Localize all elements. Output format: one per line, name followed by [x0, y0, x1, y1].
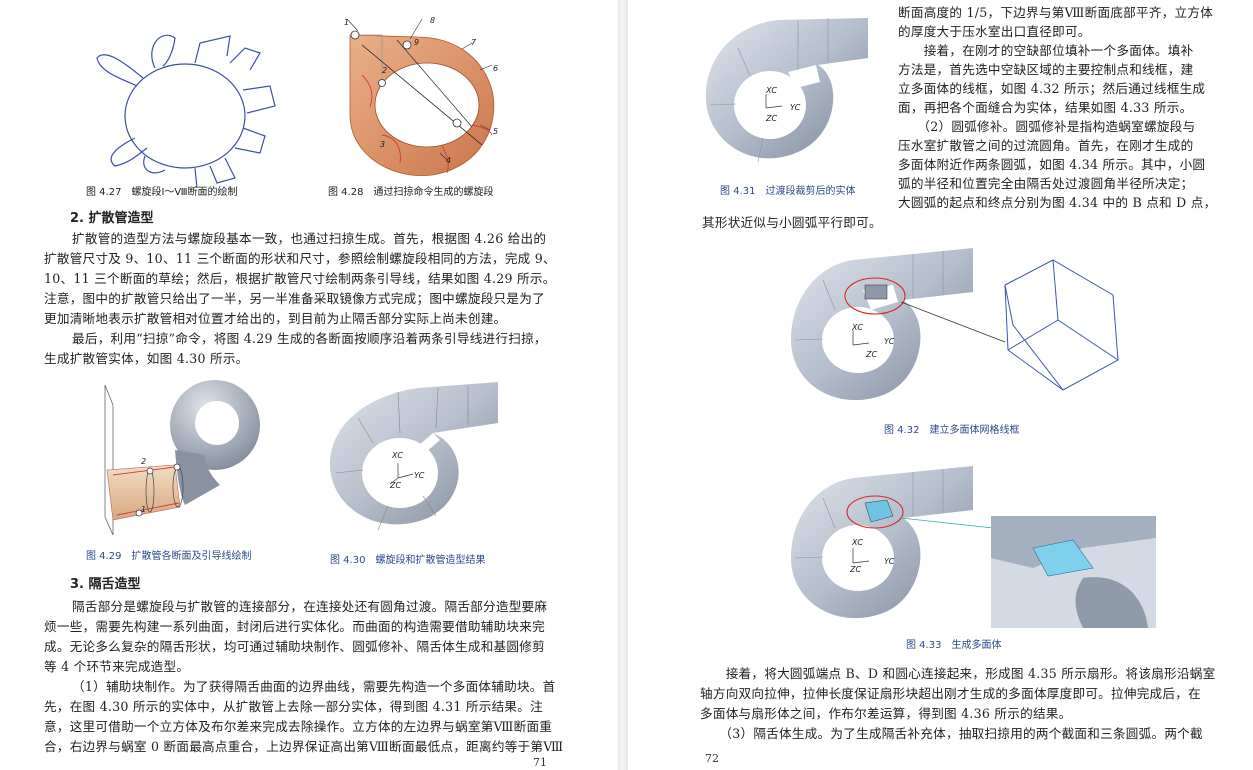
- fig431-zc: ZC: [766, 114, 778, 123]
- figure-4-29-caption: 图 4.29 扩散管各断面及引导线绘制: [86, 551, 252, 562]
- fig431-xc: XC: [766, 86, 777, 95]
- figure-4-28-image: [346, 18, 495, 177]
- right-col-line11: 大圆弧的起点和终点分别为图 4.34 中的 B 点和 D 点，: [898, 195, 1217, 210]
- page-71: 图 4.27 螺旋段Ⅰ～Ⅷ断面的绘制 1 2 3 4 5 6: [0, 0, 617, 770]
- figure-4-32-caption: 图 4.32 建立多面体网格线框: [884, 425, 1020, 436]
- right-col-line10: 弧的半径和位置完全由隔舌处过渡圆角半径所决定；: [898, 176, 1194, 191]
- fig432-xc: XC: [852, 323, 863, 332]
- figure-4-27-caption: 图 4.27 螺旋段Ⅰ～Ⅷ断面的绘制: [86, 187, 238, 198]
- figure-4-29-image: [104, 380, 260, 536]
- section-3-title: 3. 隔舌造型: [70, 577, 141, 592]
- right-col-line2: 的厚度大于压水室出口直径即可。: [898, 24, 1091, 39]
- fig432-yc: YC: [884, 337, 895, 346]
- label-2: 2: [382, 66, 388, 75]
- page-72: XC YC ZC 图 4.31 过渡段裁剪后的实体 断面高度的 1/5，下边界与…: [628, 0, 1253, 770]
- para3-line3: 成。无论多么复杂的隔舌形状，均可通过辅助块制作、圆弧修补、隔舌体生成和基圆修剪: [44, 639, 545, 654]
- full-width-line: 其形状近似与小圆弧平行即可。: [702, 215, 882, 230]
- figure-4-30-caption: 图 4.30 螺旋段和扩散管造型结果: [330, 555, 486, 566]
- para1-line3: 10、11 三个断面的草绘；然后，根据扩散管尺寸绘制两条引导线，结果如图 4.2…: [44, 271, 556, 286]
- fig433-xc: XC: [852, 538, 863, 547]
- para1-line4: 注意，图中的扩散管只给出了一半，另一半准备采取镜像方式完成；图中螺旋段只是为了: [44, 291, 545, 306]
- para3-line4: 等 4 个环节来完成造型。: [44, 659, 190, 674]
- para3-line1: 隔舌部分是螺旋段与扩散管的连接部分，在连接处还有圆角过渡。隔舌部分造型要麻: [72, 599, 548, 614]
- label-9: 9: [414, 38, 420, 47]
- para4-line4: 合，右边界与蜗室 0 断面最高点重合，上边界保证高出第Ⅷ断面最低点，距离约等于第…: [44, 739, 564, 754]
- right-col-line6: 面，再把各个面缝合为实体，结果如图 4.33 所示。: [898, 100, 1193, 115]
- right-col-line1: 断面高度的 1/5，下边界与第Ⅷ断面底部平齐，立方体: [898, 5, 1214, 20]
- bottom-line4: （3）隔舌体生成。为了生成隔舌补充体，抽取扫掠用的两个截面和三条圆弧。两个截: [700, 726, 1203, 741]
- para3-line2: 烦一些，需要先构建一系列曲面，封闭后进行实体化。而曲面的构造需要借助辅助块来完: [44, 619, 545, 634]
- para1-line1: 扩散管的造型方法与螺旋段基本一致，也通过扫掠生成。首先，根据图 4.26 给出的: [72, 231, 547, 246]
- label-7: 7: [471, 38, 477, 47]
- figure-4-32-image: [791, 248, 1119, 401]
- label-3: 3: [380, 140, 386, 149]
- fig429-label-1: 1: [141, 505, 147, 514]
- para2-line1: 最后，利用“扫掠”命令，将图 4.29 生成的各断面按顺序沿着两条引导线进行扫掠…: [72, 331, 547, 346]
- page-number-71: 71: [533, 756, 547, 769]
- section-2-title: 2. 扩散管造型: [70, 211, 154, 226]
- para2-line2: 生成扩散管实体，如图 4.30 所示。: [44, 351, 249, 366]
- fig433-zc: ZC: [850, 565, 862, 574]
- figure-4-31-image: [705, 18, 868, 163]
- para1-line5: 更加清晰地表示扩散管相对位置才给出的，到目前为止隔舌部分实际上尚未创建。: [44, 311, 507, 326]
- page-number-72: 72: [705, 752, 719, 765]
- right-col-line8: 压水室扩散管之间的过流圆角。首先，在刚才生成的: [898, 138, 1194, 153]
- figure-4-33-image: [791, 466, 1156, 628]
- figure-4-27-image: [96, 34, 276, 188]
- label-5: 5: [493, 127, 499, 136]
- right-col-line9: 多面体附近作两条圆弧，如图 4.34 所示。其中，小圆: [898, 157, 1206, 172]
- label-4: 4: [446, 156, 452, 165]
- right-col-line3: 接着，在刚才的空缺部位填补一个多面体。填补: [898, 43, 1194, 58]
- fig433-yc: YC: [884, 557, 895, 566]
- fig430-yc: YC: [414, 471, 425, 480]
- para1-line2: 扩散管尺寸及 9、10、11 三个断面的形状和尺寸，参照绘制螺旋段相同的方法，完…: [44, 251, 556, 266]
- right-col-line4: 方法是，首先选中空缺区域的主要控制点和线框，建: [898, 62, 1194, 77]
- para4-line3: 意，这里可借助一个立方体及布尔差来完成去除操作。立方体的左边界与蜗室第Ⅷ断面重: [44, 719, 553, 734]
- label-8: 8: [430, 16, 436, 25]
- bottom-line3: 多面体与扇形体之间，作布尔差运算，得到图 4.36 所示的结果。: [700, 706, 1072, 721]
- fig431-yc: YC: [790, 103, 801, 112]
- bottom-line1: 接着，将大圆弧端点 B、D 和圆心连接起来，形成图 4.35 所示扇形。将该扇形…: [700, 666, 1216, 681]
- figure-4-33-caption: 图 4.33 生成多面体: [906, 640, 1002, 651]
- bottom-line2: 轴方向双向拉伸，拉伸长度保证扇形块超出刚才生成的多面体厚度即可。拉伸完成后，在: [700, 686, 1201, 701]
- label-6: 6: [493, 64, 499, 73]
- fig432-zc: ZC: [866, 350, 878, 359]
- fig430-xc: XC: [392, 451, 403, 460]
- para4-line1: （1）辅助块制作。为了获得隔舌曲面的边界曲线，需要先构造一个多面体辅助块。首: [72, 679, 556, 694]
- fig430-zc: ZC: [390, 481, 402, 490]
- right-col-line7: （2）圆弧修补。圆弧修补是指构造蜗室螺旋段与: [898, 119, 1196, 134]
- book-gutter: [618, 0, 628, 770]
- figure-4-31-caption: 图 4.31 过渡段裁剪后的实体: [720, 186, 856, 197]
- para4-line2: 先，在图 4.30 所示的实体中，从扩散管上去除一部分实体，得到图 4.31 所…: [44, 699, 543, 714]
- right-col-line5: 立多面体的线框，如图 4.32 所示；然后通过线框生成: [898, 81, 1206, 96]
- label-1: 1: [344, 18, 350, 27]
- figure-4-28-caption: 图 4.28 通过扫掠命令生成的螺旋段: [328, 187, 494, 198]
- figure-4-30-image: [329, 382, 498, 531]
- fig429-label-2: 2: [141, 457, 147, 466]
